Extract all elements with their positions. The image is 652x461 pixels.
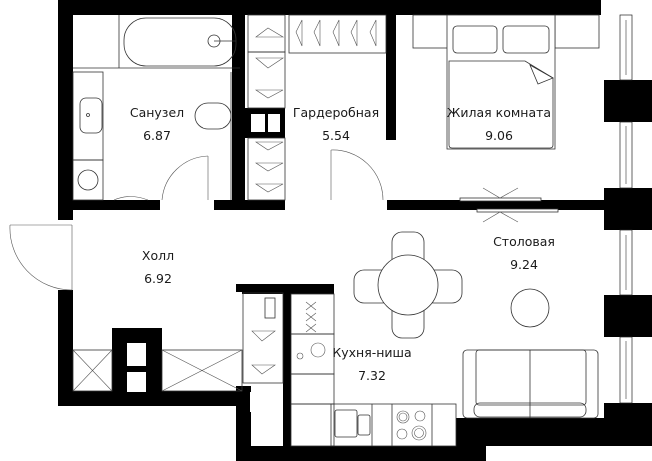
dining-table-icon bbox=[353, 231, 463, 339]
room-label-wardrobe: Гардеробная 5.54 bbox=[293, 104, 379, 144]
nightstand-icon bbox=[554, 14, 600, 49]
fridge-icon bbox=[290, 293, 335, 335]
room-label-bedroom: Жилая комната 9.06 bbox=[447, 104, 551, 144]
room-name: Холл bbox=[141, 248, 175, 263]
round-table-icon bbox=[510, 288, 550, 328]
wardrobe-fixtures bbox=[247, 14, 387, 201]
room-area: 9.24 bbox=[510, 257, 538, 272]
windows bbox=[619, 14, 633, 404]
hall-fixtures bbox=[9, 224, 243, 392]
room-area: 7.32 bbox=[358, 368, 386, 383]
room-name: Кухня-ниша bbox=[332, 345, 412, 360]
room-area: 6.92 bbox=[144, 271, 172, 286]
dining-fixtures bbox=[353, 231, 599, 419]
kitchen-fixtures bbox=[242, 292, 457, 447]
bathroom-fixtures bbox=[72, 15, 240, 201]
toilet-icon bbox=[194, 102, 232, 130]
room-name: Жилая комната bbox=[446, 105, 552, 120]
room-name: Столовая bbox=[493, 234, 555, 249]
room-label-kitchen: Кухня-ниша 7.32 bbox=[332, 344, 411, 384]
bedroom-fixtures bbox=[412, 14, 600, 223]
room-label-hall: Холл 6.92 bbox=[142, 247, 174, 287]
cooktop-icon bbox=[396, 410, 427, 441]
bathtub-icon bbox=[123, 17, 237, 67]
room-label-dining: Столовая 9.24 bbox=[493, 233, 555, 273]
room-area: 6.87 bbox=[143, 128, 171, 143]
walls bbox=[58, 0, 652, 461]
room-label-bathroom: Санузел 6.87 bbox=[130, 104, 184, 144]
sofa-icon bbox=[462, 349, 599, 419]
kitchen-sink-icon bbox=[334, 409, 358, 438]
hanger-icon bbox=[255, 19, 377, 193]
room-name: Санузел bbox=[129, 105, 185, 120]
room-name: Гардеробная bbox=[292, 105, 380, 120]
sink-icon bbox=[79, 97, 103, 134]
room-area: 5.54 bbox=[322, 128, 350, 143]
washing-machine-icon bbox=[77, 169, 99, 191]
room-area: 9.06 bbox=[485, 128, 513, 143]
